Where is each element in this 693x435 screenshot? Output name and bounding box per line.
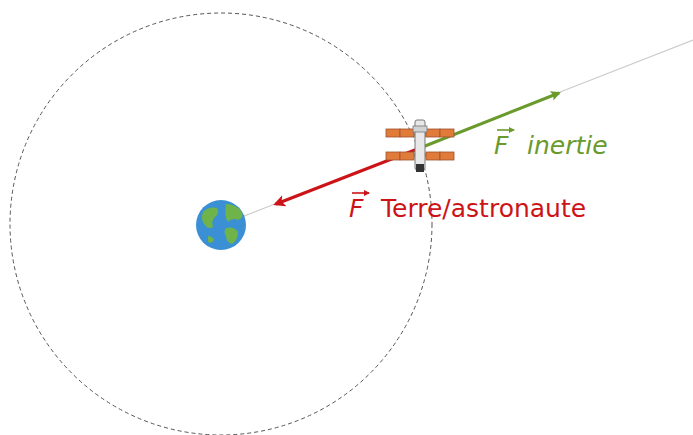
vector-arrow — [352, 192, 369, 194]
force-name: Terre/astronaute — [381, 194, 586, 224]
orbit — [10, 13, 432, 435]
guide-line — [555, 40, 693, 94]
force-symbol: F — [494, 131, 508, 161]
earth — [196, 200, 246, 250]
force-name: inertie — [527, 131, 608, 161]
space-station — [386, 120, 454, 172]
vector-arrow — [497, 129, 514, 131]
force-symbol: F — [349, 194, 363, 224]
